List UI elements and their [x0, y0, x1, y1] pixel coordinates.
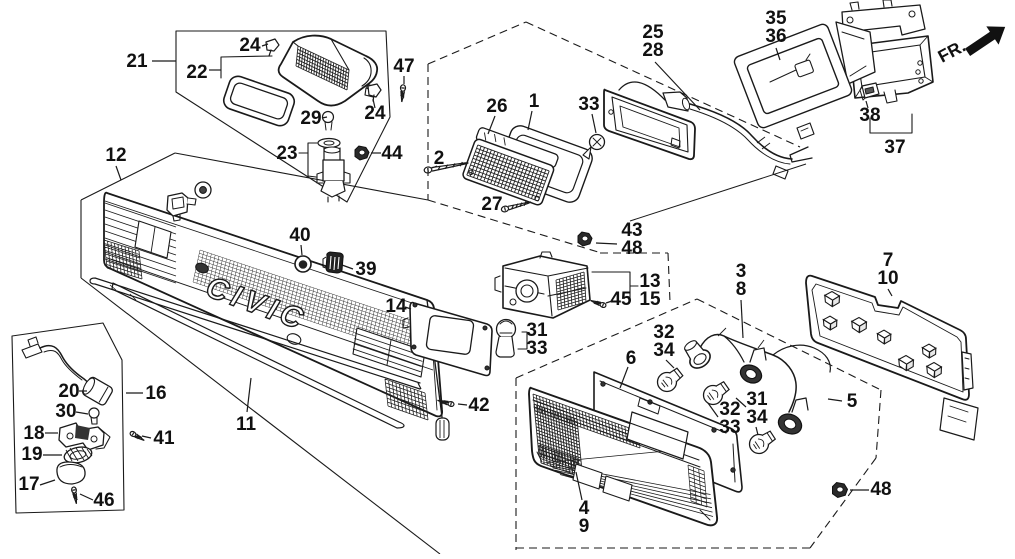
svg-text:2: 2	[434, 148, 445, 169]
svg-text:5: 5	[847, 391, 858, 412]
svg-text:15: 15	[639, 289, 661, 310]
svg-text:17: 17	[18, 474, 39, 495]
svg-text:37: 37	[884, 137, 905, 158]
svg-text:46: 46	[93, 490, 114, 511]
svg-text:22: 22	[186, 62, 207, 83]
svg-text:36: 36	[765, 26, 786, 47]
svg-text:21: 21	[126, 51, 148, 72]
svg-text:6: 6	[626, 348, 637, 369]
svg-text:47: 47	[393, 56, 414, 77]
svg-text:27: 27	[481, 194, 502, 215]
svg-text:10: 10	[877, 268, 898, 289]
svg-text:20: 20	[58, 381, 79, 402]
svg-text:40: 40	[289, 225, 310, 246]
svg-text:26: 26	[486, 96, 507, 117]
svg-text:34: 34	[746, 407, 768, 428]
svg-text:14: 14	[385, 296, 407, 317]
svg-text:19: 19	[21, 444, 42, 465]
svg-text:48: 48	[870, 479, 891, 500]
svg-text:28: 28	[642, 40, 663, 61]
svg-text:30: 30	[55, 401, 76, 422]
svg-text:41: 41	[153, 428, 175, 449]
svg-text:29: 29	[300, 108, 321, 129]
svg-text:12: 12	[105, 145, 126, 166]
svg-text:24: 24	[364, 103, 386, 124]
svg-text:16: 16	[145, 383, 166, 404]
svg-text:39: 39	[355, 259, 376, 280]
svg-text:33: 33	[526, 338, 547, 359]
svg-text:11: 11	[236, 414, 257, 435]
svg-text:8: 8	[736, 279, 747, 300]
svg-text:42: 42	[468, 395, 489, 416]
svg-text:24: 24	[239, 35, 261, 56]
svg-text:48: 48	[621, 238, 642, 259]
svg-text:9: 9	[579, 516, 590, 537]
svg-text:45: 45	[610, 289, 632, 310]
svg-text:23: 23	[276, 143, 297, 164]
svg-text:33: 33	[578, 94, 599, 115]
svg-text:44: 44	[381, 143, 403, 164]
svg-text:34: 34	[653, 340, 675, 361]
svg-text:18: 18	[23, 423, 44, 444]
svg-text:1: 1	[529, 91, 540, 112]
svg-text:33: 33	[719, 417, 740, 438]
